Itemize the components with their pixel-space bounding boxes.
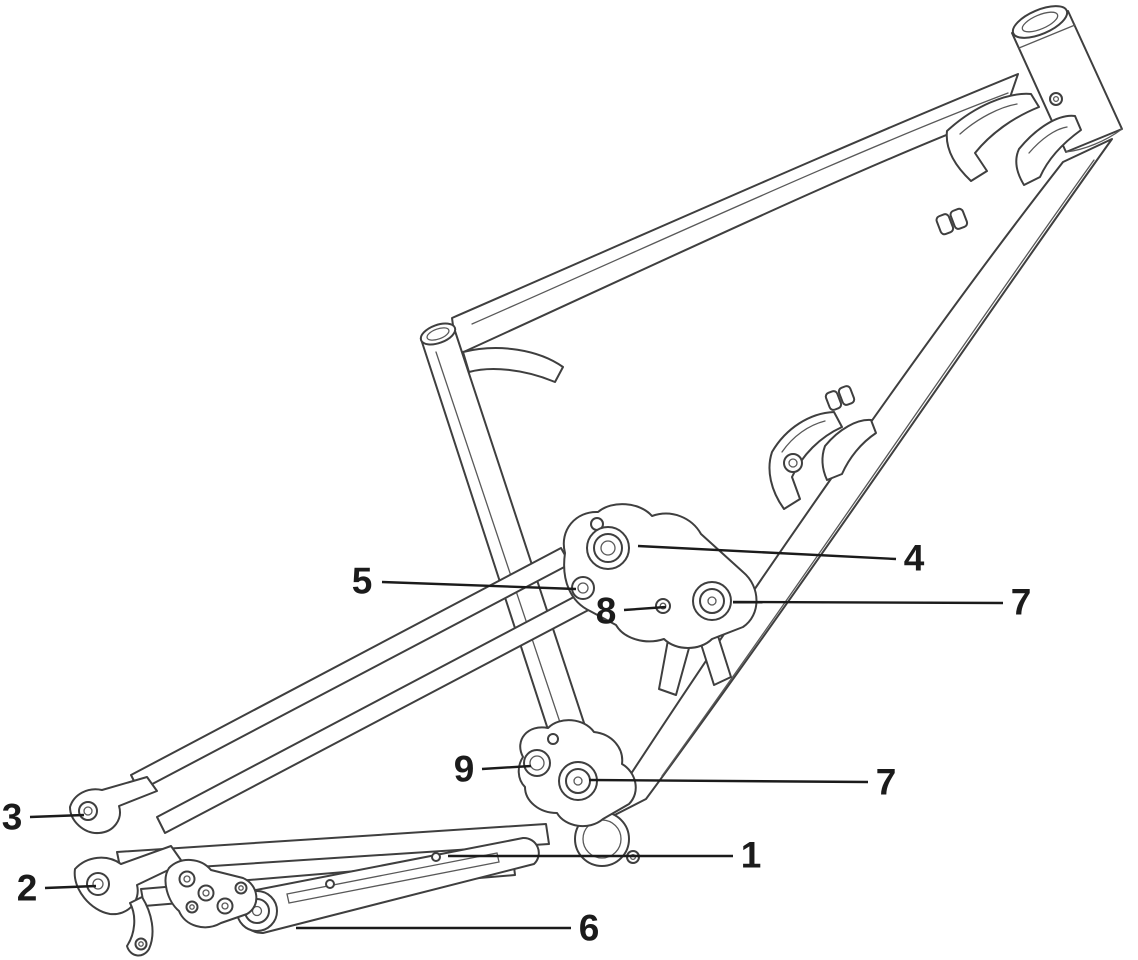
head-tube: [1011, 5, 1123, 153]
callout-5: 5: [351, 560, 373, 602]
callout-2: 2: [16, 867, 38, 909]
callout-8: 8: [595, 590, 617, 632]
mid-frame-gussets: [768, 411, 877, 510]
cable-guide-lower: [824, 385, 856, 411]
callout-7-upper: 7: [1010, 581, 1032, 623]
rocker-link-cluster: [562, 503, 758, 696]
callout-3: 3: [1, 796, 23, 838]
callout-1: 1: [740, 834, 762, 876]
callout-2-leader: [44, 884, 97, 890]
lower-pivot-cluster: [517, 719, 637, 828]
callout-8-leader: [623, 605, 667, 612]
callout-4-leader: [637, 544, 897, 561]
callout-4: 4: [903, 537, 925, 579]
callout-3-leader: [29, 813, 85, 819]
head-tube-gussets: [945, 92, 1082, 186]
callout-6: 6: [578, 907, 600, 949]
callout-9-leader: [481, 764, 532, 771]
callout-5-leader: [381, 580, 577, 591]
rocker-bolt-8: [655, 598, 671, 614]
callout-7-lower-leader: [588, 778, 869, 784]
callout-7-lower: 7: [875, 761, 897, 803]
callout-7-upper-leader: [732, 600, 1004, 605]
cable-guide-upper: [935, 207, 969, 236]
rear-dropout-cluster: [69, 776, 258, 957]
lower-pivot-bolt-9: [523, 749, 551, 777]
callout-9: 9: [453, 748, 475, 790]
